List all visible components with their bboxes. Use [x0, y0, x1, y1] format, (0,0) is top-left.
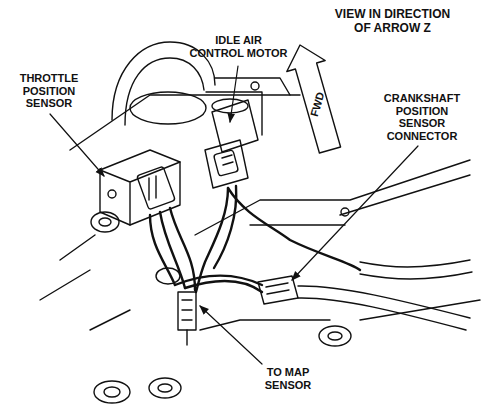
- engine-illustration: [40, 42, 480, 403]
- mounting-bolt: [158, 384, 172, 392]
- map-sensor-connector: [182, 300, 192, 320]
- manifold-plate: [90, 310, 130, 330]
- idle-air-control-motor: [222, 155, 233, 165]
- throttle-body: [130, 92, 206, 124]
- callout-label: IDLE AIR CONTROL MOTOR: [188, 34, 289, 59]
- leader-line: [50, 66, 418, 364]
- wiring-harness: [170, 208, 195, 290]
- crankshaft-position-sensor-connector: [266, 283, 289, 294]
- conduit: [360, 272, 472, 279]
- leader-line: [200, 306, 262, 364]
- manifold-plate: [250, 224, 345, 225]
- throttle-position-sensor: [137, 166, 176, 209]
- callout-label: THROTTLE POSITION SENSOR: [8, 72, 90, 110]
- callout-label: TO MAP SENSOR: [252, 366, 324, 391]
- throttle-body: [215, 78, 290, 95]
- conduit: [298, 286, 470, 318]
- throttle-position-sensor: [108, 190, 116, 198]
- mounting-bolt: [104, 387, 120, 397]
- leader-line: [50, 114, 104, 176]
- wiring-harness: [150, 186, 360, 292]
- mounting-bolt: [341, 208, 349, 216]
- idle-air-control-motor: [212, 100, 258, 152]
- mounting-bolt: [328, 332, 342, 340]
- conduit: [298, 260, 472, 330]
- throttle-body: [206, 92, 262, 135]
- conduit: [360, 260, 470, 267]
- idle-air-control-motor: [213, 150, 238, 176]
- map-sensor-connector: [186, 330, 187, 345]
- wiring-harness: [160, 212, 185, 288]
- throttle-position-sensor: [100, 162, 180, 225]
- mounting-bolt: [99, 218, 111, 226]
- conduit: [298, 298, 466, 330]
- throttle-body: [251, 82, 259, 90]
- leader-line: [230, 66, 238, 122]
- direction-label: FWD: [308, 90, 327, 118]
- wiring-harness: [185, 281, 262, 292]
- callout-label: VIEW IN DIRECTION OF ARROW Z: [330, 8, 455, 36]
- forward-arrow: [287, 45, 341, 153]
- leader-line: [292, 146, 418, 280]
- forward-arrow: [287, 45, 341, 153]
- mounting-bolt: [319, 326, 351, 346]
- wiring-harness: [214, 186, 236, 268]
- mounting-bolt: [91, 212, 119, 232]
- manifold-plate: [60, 235, 95, 260]
- map-sensor-connector: [178, 292, 196, 330]
- mounting-bolt: [149, 378, 181, 398]
- manifold-plate: [360, 300, 480, 320]
- throttle-position-sensor: [149, 176, 156, 200]
- mounting-bolt: [91, 208, 351, 403]
- manifold-plate: [40, 270, 90, 300]
- idle-air-control-motor: [205, 140, 248, 188]
- idle-air-control-motor: [212, 99, 248, 113]
- mounting-bolt: [94, 381, 130, 403]
- map-sensor-connector: [178, 292, 196, 345]
- callout-label: CRANKSHAFT POSITION SENSOR CONNECTOR: [374, 92, 470, 143]
